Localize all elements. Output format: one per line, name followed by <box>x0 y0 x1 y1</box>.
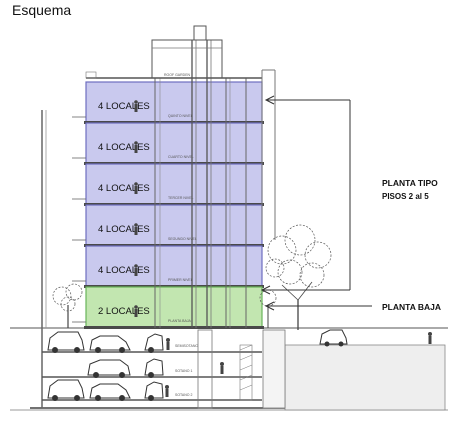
page-title: Esquema <box>12 2 72 18</box>
floor-level-label: PRIMER NIVEL <box>168 278 193 282</box>
floor-level-label: SEGUNDO NIVEL <box>168 237 197 241</box>
floor-upper: 4 LOCALES QUINTO NIVEL <box>72 81 264 124</box>
person-icon <box>165 385 169 397</box>
floor-label: 4 LOCALES <box>98 265 150 276</box>
terrain <box>10 327 448 411</box>
person-icon <box>134 305 138 309</box>
floor-level-label: TERCER NIVEL <box>168 196 194 200</box>
floor-label: 4 LOCALES <box>98 142 150 153</box>
parking-cars <box>47 329 348 401</box>
person-icon <box>220 362 224 374</box>
basement-label: SOTANO 2 <box>175 393 192 397</box>
car-icon <box>144 333 164 353</box>
floor-label: 4 LOCALES <box>98 183 150 194</box>
floor-label: 4 LOCALES <box>98 101 150 112</box>
floor-level-label: CUARTO NIVEL <box>168 155 194 159</box>
person-icon <box>166 338 170 350</box>
callout-planta-tipo: PLANTA TIPO PISOS 2 al 5 <box>260 95 438 295</box>
car-icon <box>89 335 131 353</box>
car-icon <box>47 379 85 401</box>
person-icon <box>134 227 138 235</box>
basement-label: SOTANO 1 <box>175 369 192 373</box>
floor-label: 4 LOCALES <box>98 224 150 235</box>
car-icon <box>87 359 131 378</box>
roof-label: ROOF GARDEN <box>164 73 191 77</box>
car-icon <box>89 383 131 401</box>
car-icon <box>47 331 85 353</box>
rooftop: ROOF GARDEN <box>85 25 262 79</box>
person-icon <box>134 309 138 317</box>
floor-area <box>85 163 263 206</box>
person-icon <box>134 100 138 104</box>
floor-area <box>85 286 263 329</box>
person-icon <box>134 182 138 186</box>
callout-tipo-line1: PLANTA TIPO <box>382 178 438 188</box>
person-icon <box>428 332 432 344</box>
floor-upper: 4 LOCALES SEGUNDO NIVEL <box>72 204 264 247</box>
person-icon <box>134 186 138 194</box>
person-icon <box>134 145 138 153</box>
car-icon <box>319 329 348 347</box>
floor-label: 2 LOCALES <box>98 306 150 317</box>
floor-upper: 4 LOCALES CUARTO NIVEL <box>72 122 264 165</box>
floor-planta-baja: 2 LOCALES PLANTA BAJA <box>72 286 264 329</box>
car-icon <box>144 358 164 378</box>
floor-level-label: PLANTA BAJA <box>168 319 192 323</box>
tree-icon <box>265 224 332 330</box>
basement-labels: SEMISOTANO SOTANO 1 SOTANO 2 <box>175 344 198 397</box>
basement-label: SEMISOTANO <box>175 344 198 348</box>
tree-icon <box>52 283 83 328</box>
floor-stack: 4 LOCALES QUINTO NIVEL 4 LOCALES CUARTO NIV… <box>72 81 264 329</box>
floor-area <box>85 122 263 165</box>
floor-slab <box>84 326 264 329</box>
floor-area <box>85 245 263 288</box>
person-icon <box>134 104 138 112</box>
left-wall <box>41 110 47 408</box>
floor-upper: 4 LOCALES TERCER NIVEL <box>72 163 264 206</box>
person-icon <box>134 264 138 268</box>
car-icon <box>144 381 164 401</box>
callout-planta-baja: PLANTA BAJA <box>264 301 441 312</box>
person-icon <box>134 268 138 276</box>
floor-area <box>85 81 263 124</box>
floor-upper: 4 LOCALES PRIMER NIVEL <box>72 245 264 288</box>
person-icon <box>134 141 138 145</box>
callout-baja-label: PLANTA BAJA <box>382 302 441 312</box>
building-structure <box>154 40 247 328</box>
callout-tipo-line2: PISOS 2 al 5 <box>382 192 429 201</box>
floor-level-label: QUINTO NIVEL <box>168 114 193 118</box>
person-icon <box>134 223 138 227</box>
right-neighbour <box>261 69 276 240</box>
